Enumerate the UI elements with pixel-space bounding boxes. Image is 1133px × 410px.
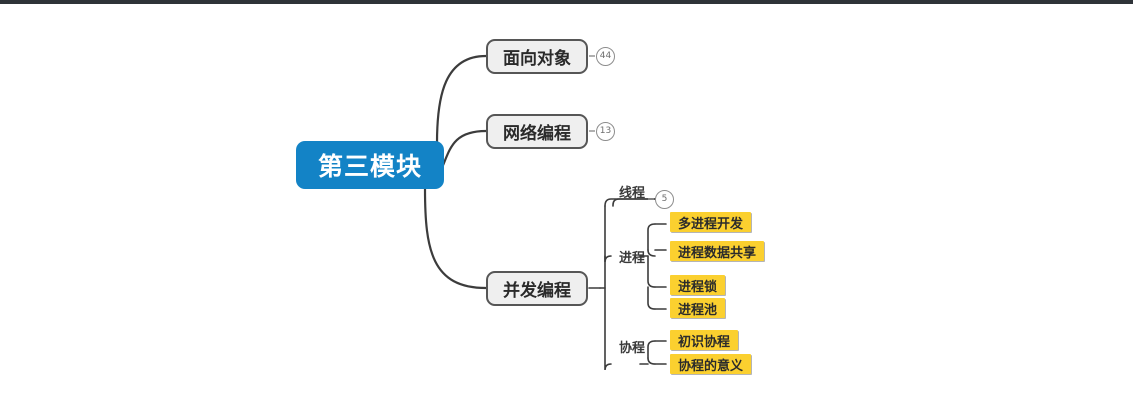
edge-coroutine-to-leaf1 [647, 340, 656, 359]
subbranch-label-coroutine[interactable]: 协程 [618, 340, 645, 356]
edge-process-to-leaf3 [647, 255, 656, 288]
leaf-node-process-lock[interactable]: 进程锁 [670, 275, 726, 295]
edge-root-to-oop [435, 54, 488, 145]
edge-process-to-leaf1 [647, 223, 656, 251]
badge-count-thread: 5 [655, 190, 674, 209]
edge-root-to-concurrency [423, 187, 488, 290]
badge-count-network-programming: 13 [596, 122, 615, 141]
subbranch-label-thread[interactable]: 线程 [618, 185, 645, 201]
edge-process-to-leaf2 [647, 249, 656, 257]
branch-node-object-oriented[interactable]: 面向对象 [486, 39, 588, 74]
branch-node-network-programming[interactable]: 网络编程 [486, 114, 588, 149]
badge-count-object-oriented: 44 [596, 47, 615, 66]
leaf-node-multiprocess-development[interactable]: 多进程开发 [670, 212, 752, 232]
edge-trunk-thread [604, 198, 657, 207]
edge-trunk-lower [604, 255, 612, 371]
subbranch-label-process[interactable]: 进程 [618, 250, 645, 266]
branch-node-concurrent-programming[interactable]: 并发编程 [486, 271, 588, 306]
leaf-node-process-data-sharing[interactable]: 进程数据共享 [670, 241, 765, 261]
leaf-node-coroutine-introduction[interactable]: 初识协程 [670, 330, 739, 350]
top-chrome-bar [0, 0, 1133, 4]
edge-root-to-network [439, 129, 488, 172]
root-node[interactable]: 第三模块 [296, 141, 444, 189]
edge-trunk-upper [604, 205, 612, 263]
leaf-node-process-pool[interactable]: 进程池 [670, 298, 726, 318]
edge-coroutine-to-leaf2 [647, 357, 656, 365]
leaf-node-coroutine-significance[interactable]: 协程的意义 [670, 354, 752, 374]
edge-process-to-leaf4 [647, 286, 656, 310]
